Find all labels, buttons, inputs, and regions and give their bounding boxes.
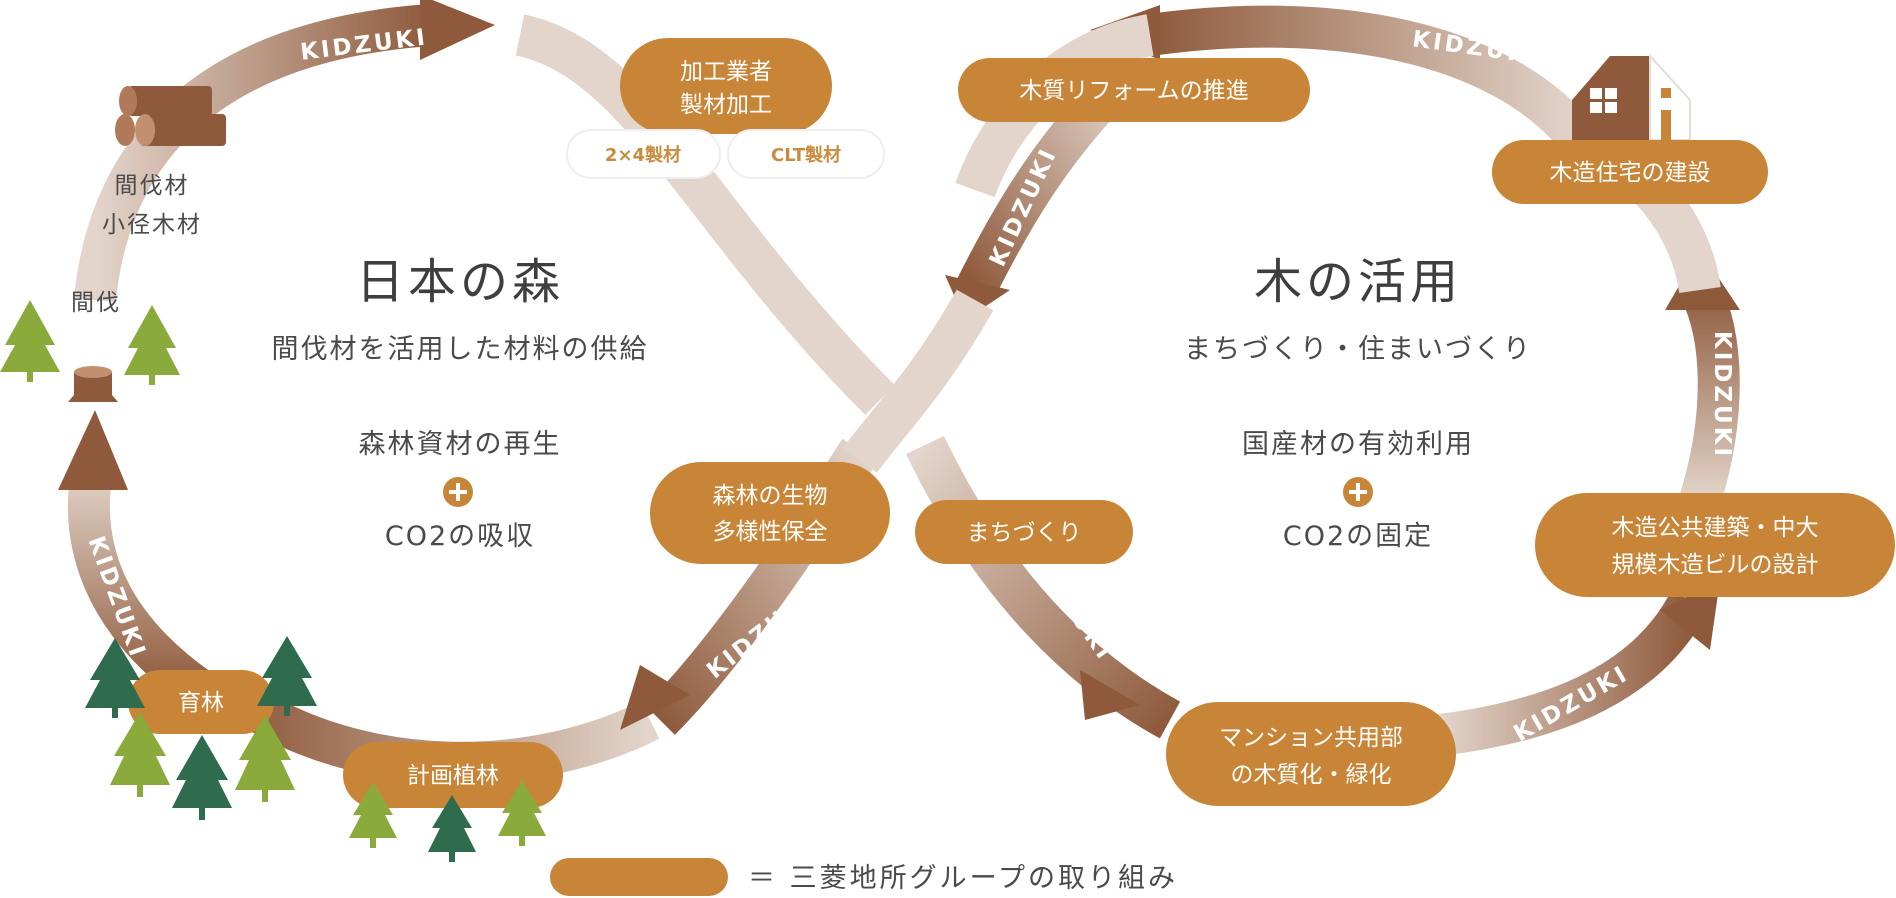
arrow-right-top <box>1147 5 1597 154</box>
pill-2x4-text: 2×4製材 <box>605 144 681 166</box>
arrow-left-side <box>67 466 213 708</box>
pill-ikurin-text: 育林 <box>178 690 224 716</box>
right-subtitle: まちづくり・住まいづくり <box>1184 334 1532 365</box>
tree-icon <box>0 300 60 382</box>
arrow-cross-to-mansion <box>906 435 1181 739</box>
pill-clt <box>727 129 885 179</box>
pill-wooden-house-text: 木造住宅の建設 <box>1550 160 1711 186</box>
pill-mansion-line1: マンション共用部 <box>1219 725 1403 751</box>
house-icon <box>1572 53 1691 141</box>
arrow-right-bottom <box>1437 590 1709 756</box>
kidzuki-label: KIDZUKI <box>1709 331 1735 459</box>
right-title: 木の活用 <box>1254 254 1462 310</box>
pill-processing <box>620 38 832 134</box>
left-line1: 森林資材の再生 <box>359 429 562 460</box>
tree-icon <box>498 780 546 846</box>
pill-mansion <box>1166 702 1456 806</box>
tree-icon <box>172 735 232 820</box>
cycle-arrows <box>58 0 1740 784</box>
tree-icon <box>349 782 397 848</box>
arrow-right-bottom-head <box>1660 580 1720 650</box>
pill-ikurin <box>128 670 274 734</box>
pill-planting <box>343 742 563 808</box>
left-line2: CO2の吸収 <box>385 521 535 552</box>
pill-planting-text: 計画植林 <box>407 763 499 789</box>
pill-wooden-house <box>1492 140 1768 204</box>
pill-clt-text: CLT製材 <box>771 144 841 166</box>
pill-mansion-line2: の木質化・緑化 <box>1231 762 1392 788</box>
pill-2x4 <box>566 129 721 179</box>
pill-reform-text: 木質リフォームの推進 <box>1019 78 1248 104</box>
left-title: 日本の森 <box>356 254 564 310</box>
plus-icon <box>1343 477 1373 507</box>
arrow-left-side-head <box>58 410 128 490</box>
right-line1: 国産材の有効利用 <box>1242 429 1474 460</box>
tree-icon <box>110 712 170 797</box>
right-line2: CO2の固定 <box>1283 521 1433 552</box>
pill-public-line2: 規模木造ビルの設計 <box>1612 552 1819 578</box>
tree-icon <box>124 305 180 385</box>
tree-icon <box>428 795 476 862</box>
pill-processing-line2: 製材加工 <box>680 92 772 118</box>
pill-forest-bio-line2: 多様性保全 <box>713 519 828 545</box>
arrow-cross-main <box>843 289 994 473</box>
arrow-planting-head <box>620 665 690 730</box>
label-thinned-wood: 間伐材 <box>115 173 190 199</box>
logs-icon <box>115 86 226 146</box>
pill-machizukuri-text: まちづくり <box>967 520 1082 546</box>
pill-forest-bio <box>650 462 890 564</box>
pill-public-building <box>1535 493 1895 597</box>
arrow-mansion-head <box>1080 670 1140 720</box>
left-subtitle: 間伐材を活用した材料の供給 <box>272 334 649 365</box>
tree-icon <box>257 636 317 716</box>
legend-swatch <box>550 858 728 896</box>
pill-machizukuri <box>915 500 1133 564</box>
pill-public-line1: 木造公共建築・中大 <box>1612 515 1819 541</box>
tree-icon <box>235 715 295 802</box>
pill-forest-bio-line1: 森林の生物 <box>713 483 828 509</box>
legend-text: ＝ 三菱地所グループの取り組み <box>748 863 1178 894</box>
arrow-left-top-head <box>420 0 495 60</box>
stump-icon <box>68 366 118 402</box>
label-thinning: 間伐 <box>71 290 121 316</box>
label-small-wood: 小径木材 <box>102 212 202 238</box>
pill-processing-line1: 加工業者 <box>680 59 772 85</box>
plus-icon <box>443 477 473 507</box>
pill-reform <box>958 58 1310 122</box>
tree-icon <box>85 638 145 718</box>
